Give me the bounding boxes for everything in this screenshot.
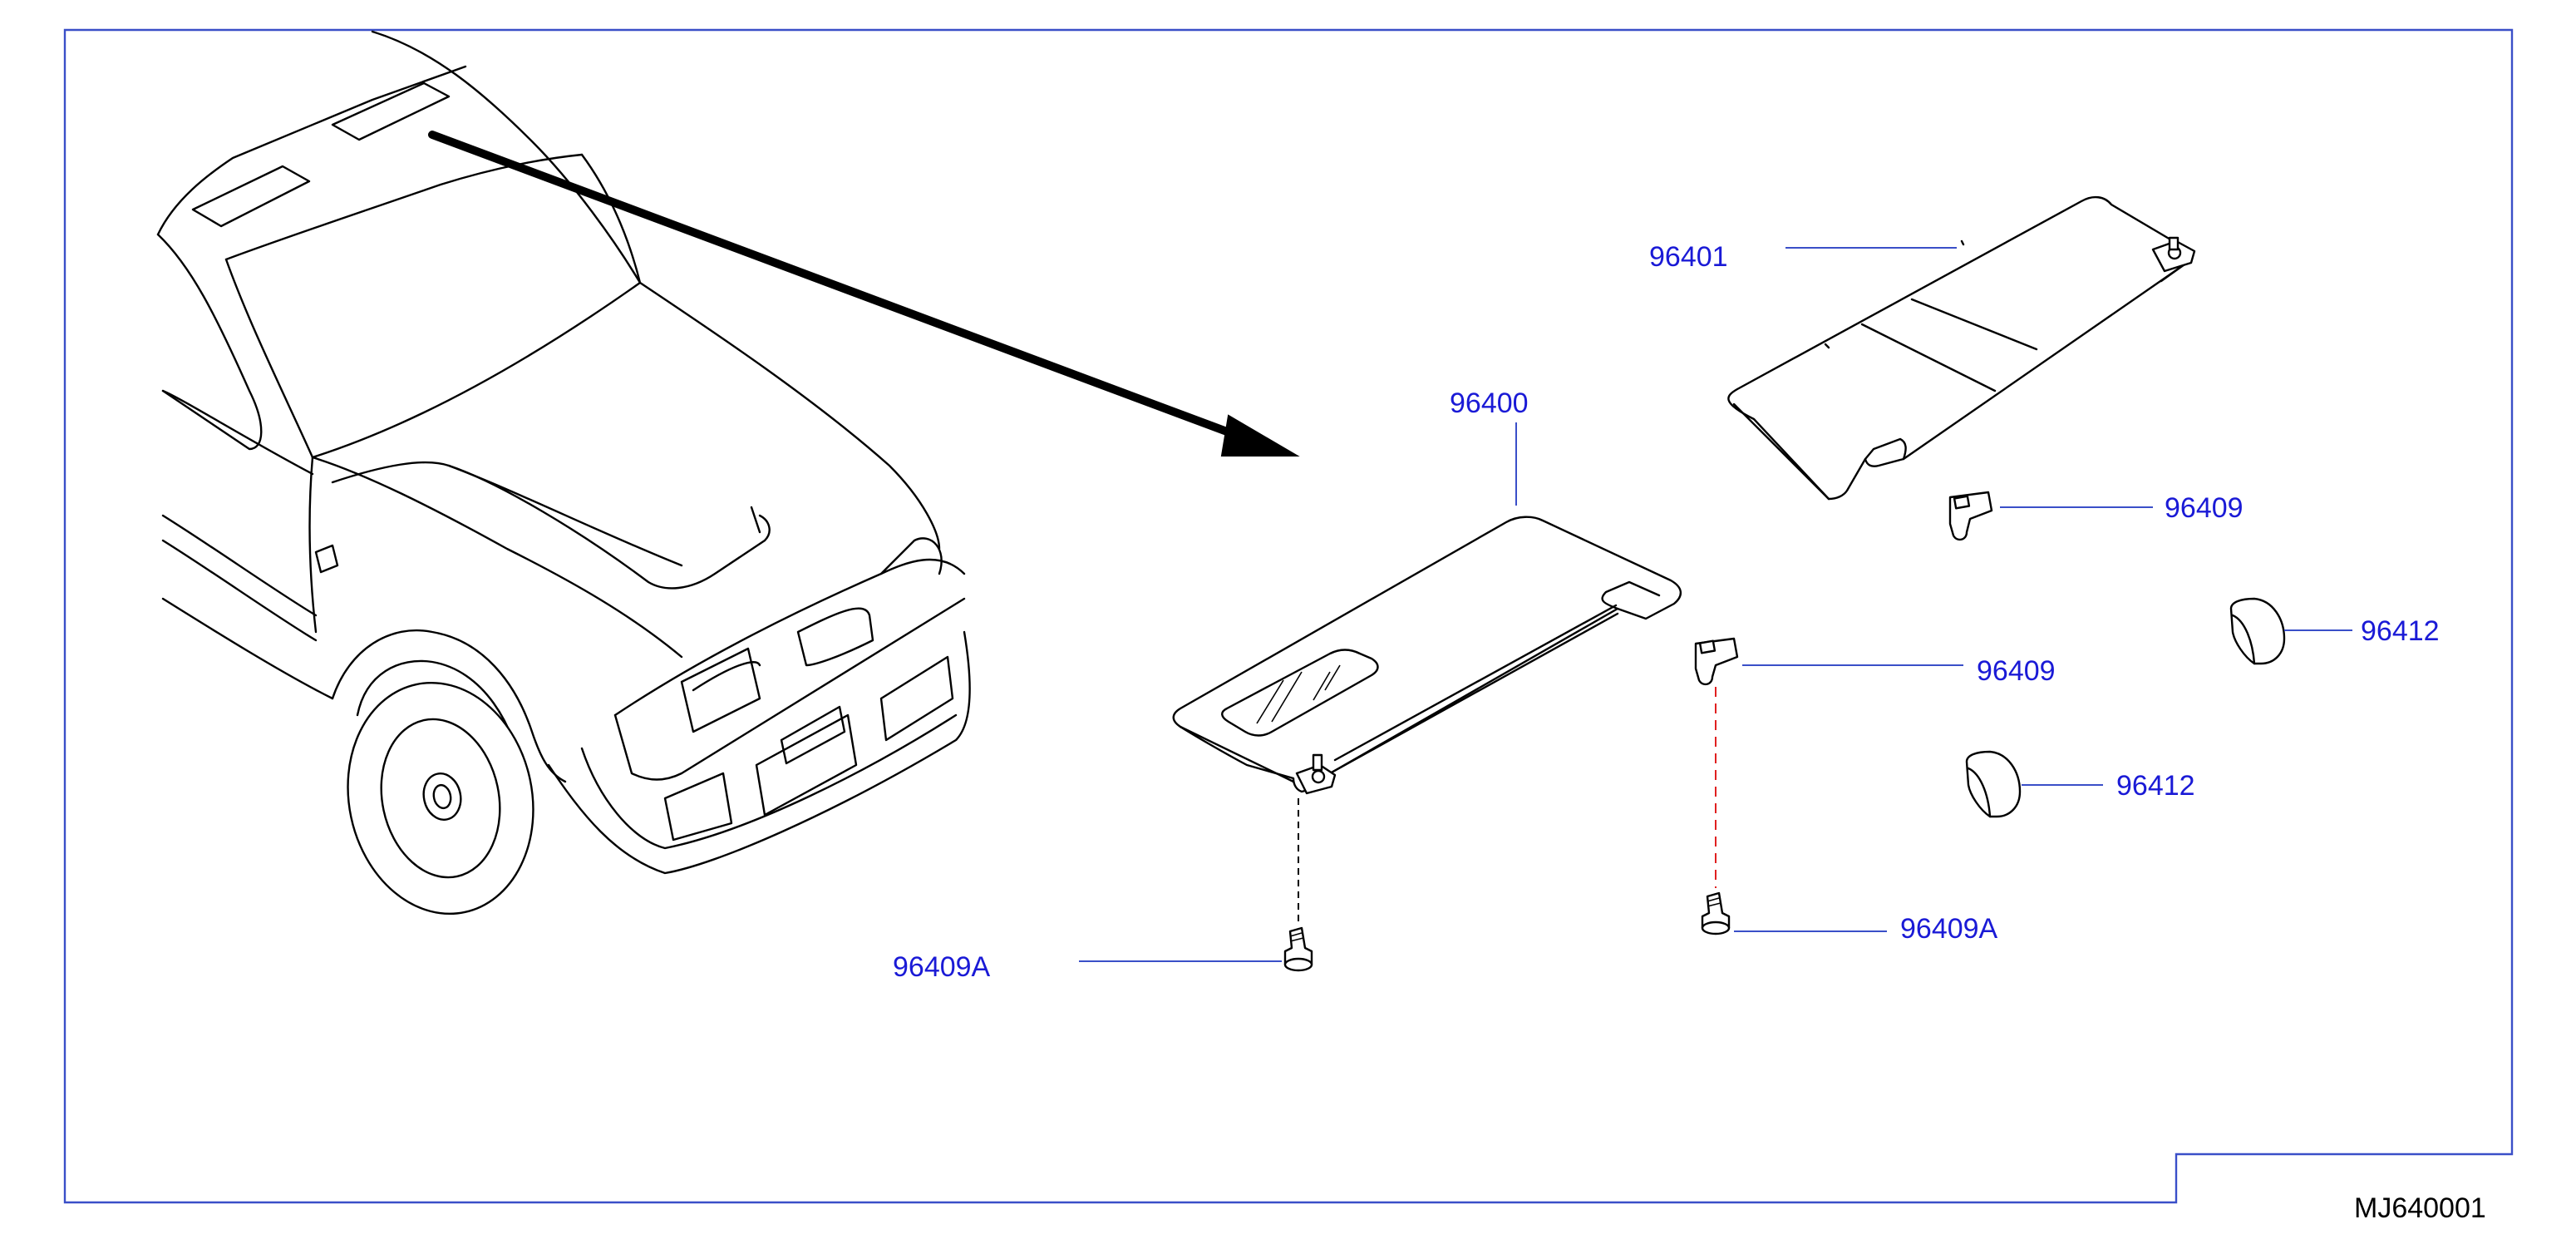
label-96412-rh: 96412 [2361, 615, 2440, 647]
label-96409a-lh: 96409A [893, 951, 991, 983]
sunvisor-rh-drawing [1727, 195, 2196, 501]
label-96400: 96400 [1450, 387, 1529, 419]
diagram-frame [63, 28, 2514, 1204]
label-96401: 96401 [1649, 241, 1728, 273]
label-96409-lh: 96409 [1977, 655, 2056, 687]
label-96412-lh: 96412 [2116, 770, 2195, 802]
label-96409a-rh: 96409A [1900, 913, 1998, 945]
cap-rh-drawing [2229, 597, 2286, 665]
sunvisor-lh-drawing [1172, 516, 1682, 795]
holder-rh-drawing [1948, 491, 1993, 541]
screw-rh-drawing [1701, 891, 1731, 935]
cap-lh-drawing [1965, 750, 2022, 818]
location-arrow [428, 131, 1300, 457]
holder-lh-drawing [1694, 637, 1739, 686]
vehicle-illustration [156, 30, 971, 916]
label-96409-rh: 96409 [2165, 492, 2244, 524]
diagram-code: MJ640001 [2354, 1192, 2486, 1224]
screw-lh-drawing [1283, 926, 1313, 972]
